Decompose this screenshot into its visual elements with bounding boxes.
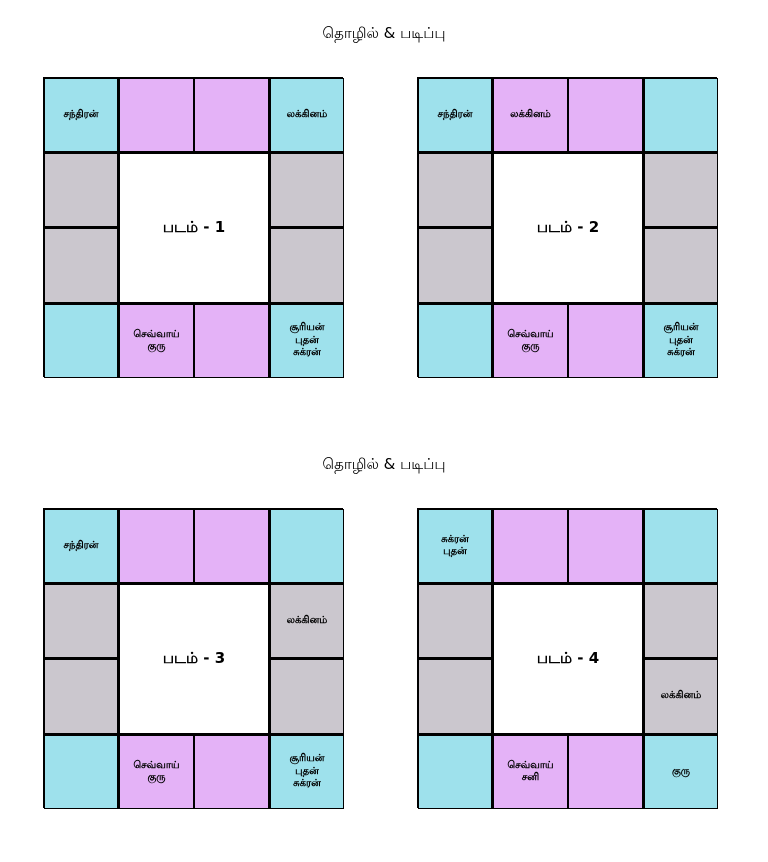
chart-3-house-r1c3 <box>194 509 269 584</box>
chart-1-house-r1c4: லக்கினம் <box>269 78 344 153</box>
chart-2-house-r4c1 <box>418 303 493 378</box>
chart-1-house-r1c3 <box>194 78 269 153</box>
chart-3-house-r1c4 <box>269 509 344 584</box>
chart-2-house-r4c2: செவ்வாய் குரு <box>493 303 568 378</box>
chart-2-house-r1c2: லக்கினம் <box>493 78 568 153</box>
chart-3-house-r3c4 <box>269 659 344 734</box>
chart-4-house-r1c4 <box>643 509 718 584</box>
chart-1-house-r2c1 <box>44 153 119 228</box>
section-title-top: தொழில் & படிப்பு <box>322 24 446 42</box>
chart-4-house-r4c1 <box>418 734 493 809</box>
chart-4-house-r1c1: சுக்ரன் புதன் <box>418 509 493 584</box>
chart-1-house-r2c4 <box>269 153 344 228</box>
chart-4-house-r1c2 <box>493 509 568 584</box>
chart-4-house-r4c4: குரு <box>643 734 718 809</box>
chart-1-label: படம் - 1 <box>119 153 269 303</box>
horoscope-chart-2: சந்திரன்லக்கினம் செவ்வாய் குரு சூரியன் புத… <box>417 77 718 378</box>
chart-3-house-r1c1: சந்திரன் <box>44 509 119 584</box>
chart-4-house-r3c4: லக்கினம் <box>643 659 718 734</box>
chart-3-house-r2c1 <box>44 584 119 659</box>
chart-1-house-r4c4: சூரியன் புதன் சுக்ரன் <box>269 303 344 378</box>
chart-4-house-r3c1 <box>418 659 493 734</box>
chart-2-label: படம் - 2 <box>493 153 643 303</box>
chart-1-house-r3c1 <box>44 228 119 303</box>
chart-3-house-r4c3 <box>194 734 269 809</box>
chart-3-house-r1c2 <box>119 509 194 584</box>
chart-2-house-r1c1: சந்திரன் <box>418 78 493 153</box>
chart-2-house-r2c1 <box>418 153 493 228</box>
chart-4-house-r1c3 <box>568 509 643 584</box>
chart-2-house-r4c4: சூரியன் புதன் சுக்ரன் <box>643 303 718 378</box>
chart-1-house-r4c1 <box>44 303 119 378</box>
chart-3-label: படம் - 3 <box>119 584 269 734</box>
horoscope-chart-4: சுக்ரன் புதன் லக்கினம் செவ்வாய் சனி குருபடம… <box>417 508 718 809</box>
section-title-bottom: தொழில் & படிப்பு <box>322 455 446 473</box>
chart-3-house-r4c4: சூரியன் புதன் சுக்ரன் <box>269 734 344 809</box>
chart-2-house-r1c3 <box>568 78 643 153</box>
chart-1-house-r1c2 <box>119 78 194 153</box>
horoscope-chart-3: சந்திரன் லக்கினம் செவ்வாய் குரு சூரியன் புத… <box>43 508 344 809</box>
chart-2-house-r1c4 <box>643 78 718 153</box>
chart-1-house-r1c1: சந்திரன் <box>44 78 119 153</box>
chart-3-house-r2c4: லக்கினம் <box>269 584 344 659</box>
chart-4-house-r4c3 <box>568 734 643 809</box>
chart-4-label: படம் - 4 <box>493 584 643 734</box>
chart-3-house-r4c2: செவ்வாய் குரு <box>119 734 194 809</box>
chart-4-house-r4c2: செவ்வாய் சனி <box>493 734 568 809</box>
chart-1-house-r3c4 <box>269 228 344 303</box>
chart-4-house-r2c4 <box>643 584 718 659</box>
chart-3-house-r3c1 <box>44 659 119 734</box>
chart-1-house-r4c3 <box>194 303 269 378</box>
chart-3-house-r4c1 <box>44 734 119 809</box>
chart-2-house-r2c4 <box>643 153 718 228</box>
chart-2-house-r3c4 <box>643 228 718 303</box>
horoscope-chart-1: சந்திரன் லக்கினம் செவ்வாய் குரு சூரியன் புத… <box>43 77 344 378</box>
chart-2-house-r4c3 <box>568 303 643 378</box>
chart-2-house-r3c1 <box>418 228 493 303</box>
chart-1-house-r4c2: செவ்வாய் குரு <box>119 303 194 378</box>
chart-4-house-r2c1 <box>418 584 493 659</box>
